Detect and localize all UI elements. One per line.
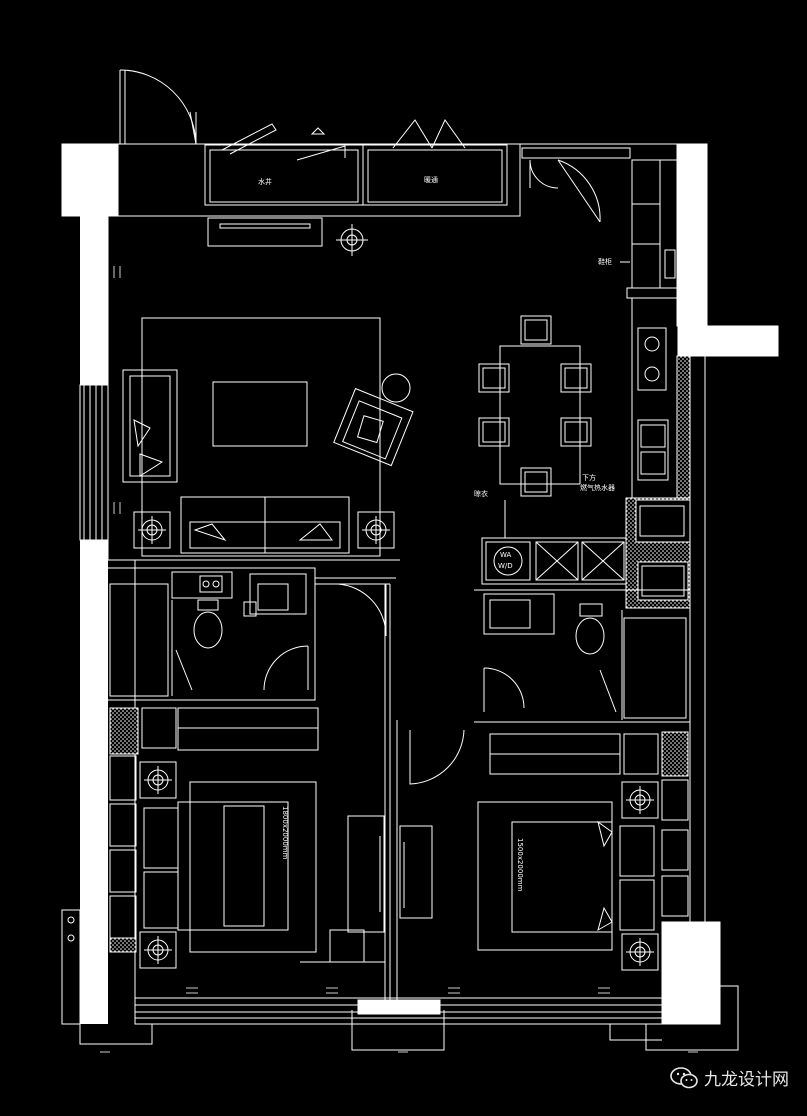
label-washer-tag: 晾衣	[474, 489, 488, 498]
wall-left	[80, 216, 108, 1024]
wechat-icon	[670, 1066, 698, 1088]
water-shaft-box	[209, 149, 359, 203]
desk	[329, 815, 385, 963]
wall-block-bottom-right	[661, 921, 721, 1025]
label-bed-master: 1800x2000mm	[281, 806, 289, 860]
side-table	[381, 373, 411, 403]
bathroom-left	[108, 567, 316, 701]
wardrobe-right	[489, 733, 659, 775]
armchair	[333, 387, 414, 467]
laundry-units	[481, 537, 627, 585]
three-seat-sofa	[180, 496, 350, 554]
watermark: 九龙设计网	[670, 1065, 789, 1090]
left-window	[79, 384, 109, 541]
wall-block-right-notch	[677, 325, 779, 357]
left-bedroom-storage	[109, 755, 137, 953]
right-bedroom-storage	[661, 779, 689, 917]
label-water-heater-1: 下方	[582, 473, 596, 482]
vent-shaft-box	[367, 149, 503, 203]
wall-block-top-right	[676, 143, 708, 327]
watermark-text: 九龙设计网	[704, 1070, 789, 1090]
label-washer-dryer-2: W/D	[498, 562, 513, 570]
side-sofa	[122, 369, 178, 483]
second-bed	[477, 801, 655, 951]
master-bed	[143, 781, 317, 953]
stove	[637, 327, 667, 391]
wall-segment-bottom-mid	[357, 999, 441, 1015]
dining-table	[499, 345, 581, 485]
label-water-heater-2: 燃气热水器	[580, 483, 615, 492]
wall-block-top-left	[61, 143, 119, 217]
label-vent-shaft: 暖通	[424, 175, 438, 184]
label-cabinet: 鞋柜	[598, 257, 612, 266]
label-washer-dryer-1: WA	[500, 551, 512, 559]
bathroom-right	[474, 589, 691, 723]
entry-closet-door	[521, 147, 631, 223]
tv-cabinet	[399, 825, 433, 919]
wardrobe-left	[141, 707, 319, 751]
living-rug	[141, 317, 381, 557]
label-bed-second: 1500x2000mm	[516, 838, 524, 892]
bottom-windows	[61, 909, 739, 1051]
coffee-table	[212, 381, 308, 447]
entrance-door	[119, 69, 197, 145]
label-water-shaft: 水井	[258, 177, 272, 186]
kitchen-cabinets	[620, 159, 691, 499]
kitchen-sink	[637, 419, 669, 481]
